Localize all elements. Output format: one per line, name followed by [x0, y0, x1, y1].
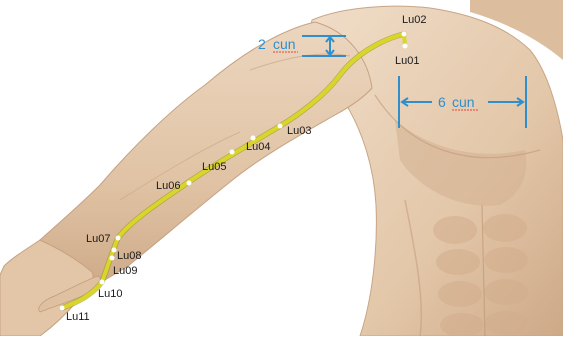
point-marker-lu02 — [402, 32, 407, 37]
point-label-lu05: Lu05 — [202, 161, 226, 173]
point-marker-lu09 — [110, 256, 115, 261]
point-label-lu09: Lu09 — [113, 265, 137, 277]
point-label-lu07: Lu07 — [86, 233, 110, 245]
point-label-lu02: Lu02 — [402, 14, 426, 26]
point-marker-lu01 — [403, 44, 408, 49]
vertical-measure-value: 2 — [258, 36, 266, 52]
point-marker-lu03 — [278, 124, 283, 129]
point-label-lu06: Lu06 — [156, 180, 180, 192]
point-marker-lu04 — [251, 136, 256, 141]
point-label-lu10: Lu10 — [98, 288, 122, 300]
point-label-lu11: Lu11 — [66, 311, 90, 323]
point-marker-lu05 — [230, 150, 235, 155]
point-label-lu04: Lu04 — [246, 141, 270, 153]
point-marker-lu06 — [187, 181, 192, 186]
vertical-measure-label: 2 cun — [258, 36, 298, 52]
horizontal-measure-label: 6 cun — [438, 94, 478, 110]
point-marker-lu07 — [116, 236, 121, 241]
vertical-measure-unit: cun — [273, 36, 296, 52]
point-label-lu03: Lu03 — [287, 125, 311, 137]
point-label-lu08: Lu08 — [117, 250, 141, 262]
point-label-lu01: Lu01 — [395, 55, 419, 67]
point-marker-lu10 — [100, 280, 105, 285]
point-marker-lu08 — [112, 248, 117, 253]
horizontal-measure-value: 6 — [438, 94, 446, 110]
horizontal-measure-unit: cun — [452, 94, 475, 110]
point-marker-lu11 — [60, 306, 65, 311]
